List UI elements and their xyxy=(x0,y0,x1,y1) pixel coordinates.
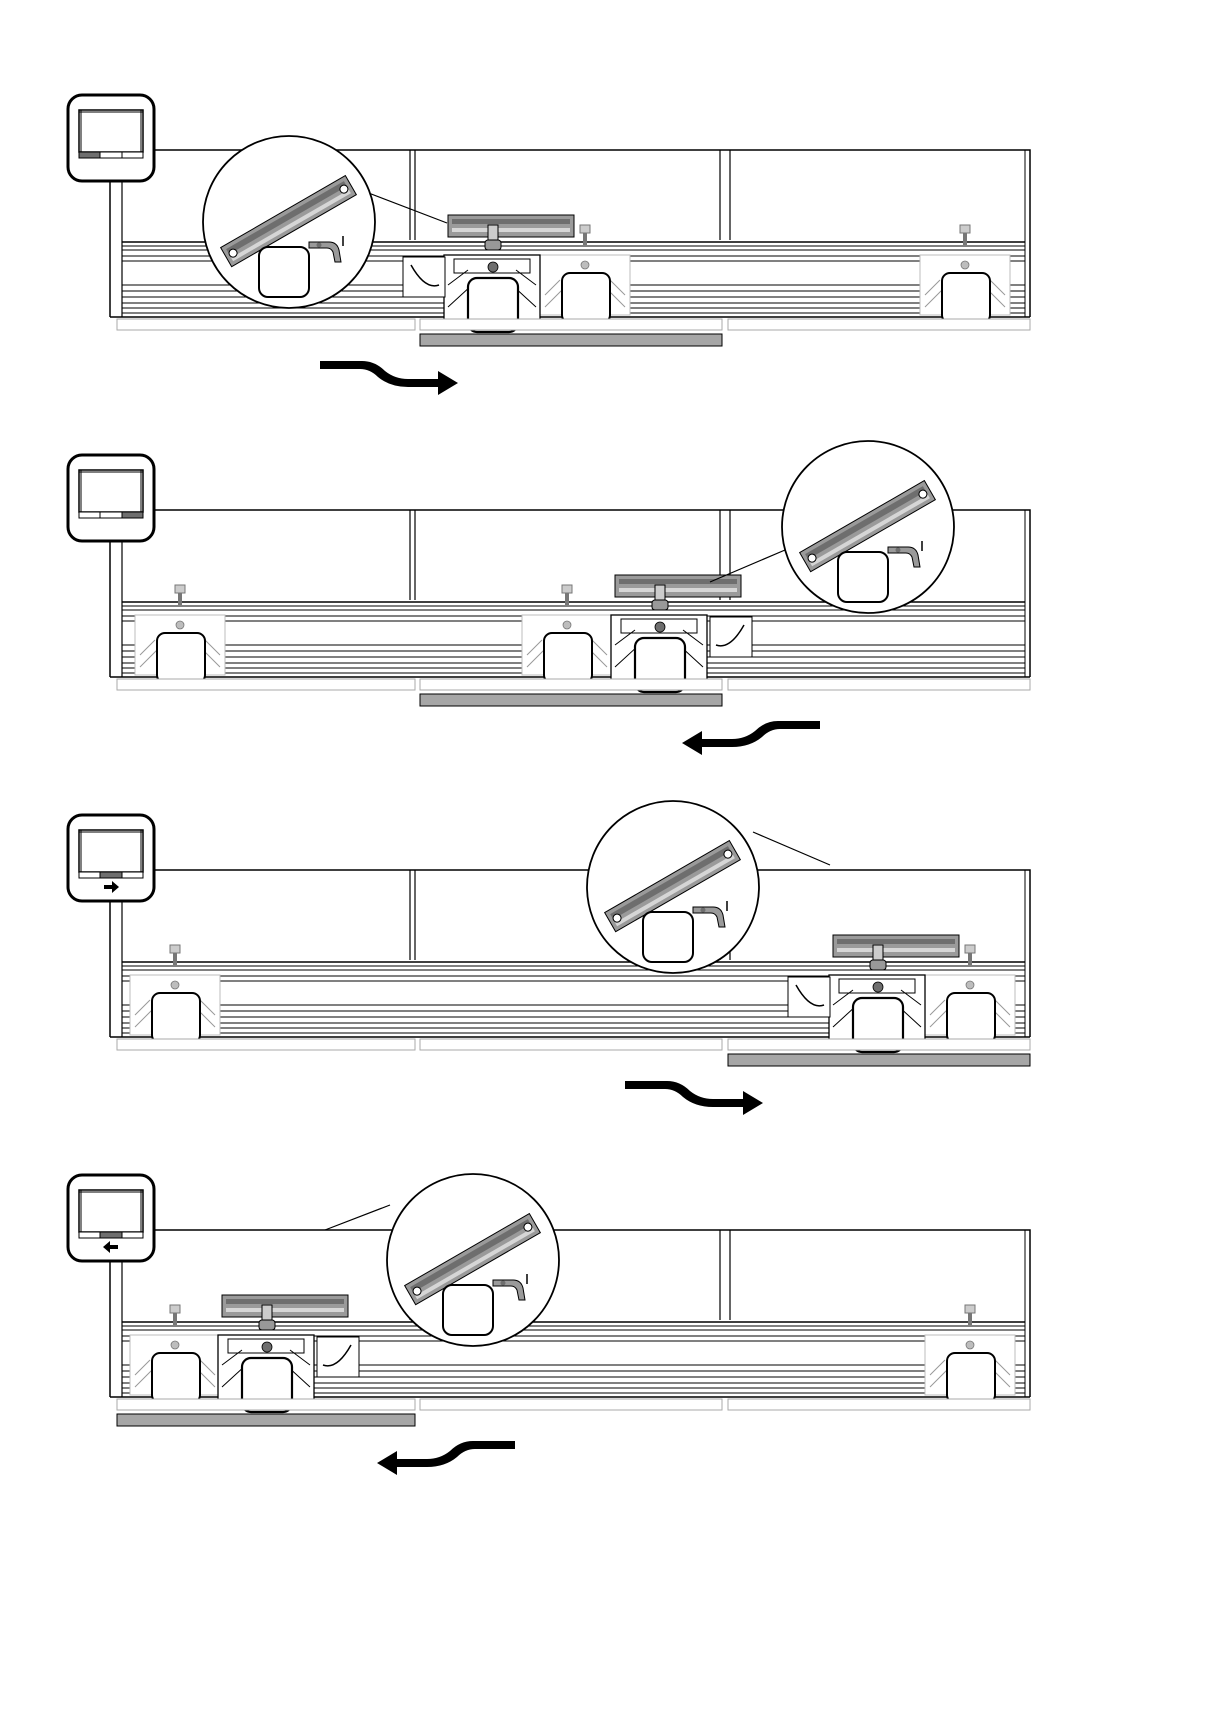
direction-arrow-icon xyxy=(625,1081,763,1115)
door-left-active xyxy=(117,1414,415,1426)
soft-close-damper xyxy=(448,215,574,237)
door-carrier-left xyxy=(130,1305,220,1403)
icon-right-segment xyxy=(122,1232,143,1238)
door-carrier-right xyxy=(920,225,1010,323)
callout-box xyxy=(152,993,200,1043)
callout-box xyxy=(544,633,592,683)
wardrobe-frame-icon xyxy=(68,1175,154,1261)
icon-right-segment xyxy=(122,512,143,518)
soft-close-damper xyxy=(833,935,959,957)
callout-box xyxy=(443,1285,493,1335)
callout-box xyxy=(643,912,693,962)
icon-center-segment xyxy=(100,872,122,878)
icon-center-segment xyxy=(100,152,122,158)
callout-box xyxy=(157,633,205,683)
door-carrier-right xyxy=(925,1305,1015,1403)
sliding-doors xyxy=(117,319,1030,346)
callout-box xyxy=(152,1353,200,1403)
door-left-outline xyxy=(117,1399,415,1410)
icon-left-segment xyxy=(79,872,100,878)
door-right-outline xyxy=(728,1039,1030,1050)
door-carrier-left xyxy=(135,585,225,683)
door-right-outline xyxy=(728,679,1030,690)
door-middle-outline xyxy=(420,1039,722,1050)
icon-left-segment xyxy=(79,512,100,518)
icon-center-segment xyxy=(100,512,122,518)
door-left-outline xyxy=(117,679,415,690)
icon-right-segment xyxy=(122,872,143,878)
door-middle-active xyxy=(420,334,722,346)
door-middle-outline xyxy=(420,319,722,330)
icon-left-segment xyxy=(79,152,100,158)
callout-box xyxy=(947,993,995,1043)
door-middle-active xyxy=(420,694,722,706)
detail-magnifier xyxy=(325,1174,559,1346)
detail-magnifier xyxy=(710,441,954,613)
icon-center-segment xyxy=(100,1232,122,1238)
callout-box xyxy=(259,247,309,297)
wardrobe-frame-icon xyxy=(68,455,154,541)
direction-arrow-icon xyxy=(682,721,820,755)
door-right-active xyxy=(728,1054,1030,1066)
detail-magnifier xyxy=(587,801,830,973)
callout-box xyxy=(838,552,888,602)
callout-box xyxy=(947,1353,995,1403)
door-right-outline xyxy=(728,319,1030,330)
door-middle-outline xyxy=(420,679,722,690)
wardrobe-frame-icon xyxy=(68,95,154,181)
direction-arrow-icon xyxy=(320,361,458,395)
step-4-svg xyxy=(0,1125,1225,1555)
door-carrier-left xyxy=(130,945,220,1043)
soft-close-damper xyxy=(222,1295,348,1317)
sliding-doors xyxy=(117,679,1030,706)
step-panel-4 xyxy=(0,1125,1225,1555)
door-carrier-mid xyxy=(522,585,612,683)
door-middle-outline xyxy=(420,1399,722,1410)
soft-close-damper xyxy=(615,575,741,597)
callout-box xyxy=(562,273,610,323)
door-right-outline xyxy=(728,1399,1030,1410)
door-carrier-mid xyxy=(540,225,630,323)
wardrobe-frame-icon xyxy=(68,815,154,901)
door-left-outline xyxy=(117,319,415,330)
door-left-outline xyxy=(117,1039,415,1050)
damper-carrier xyxy=(611,575,752,692)
icon-left-segment xyxy=(79,1232,100,1238)
damper-carrier xyxy=(218,1295,359,1412)
door-carrier-right xyxy=(925,945,1015,1043)
callout-box xyxy=(942,273,990,323)
icon-right-segment xyxy=(122,152,143,158)
direction-arrow-icon xyxy=(377,1441,515,1475)
